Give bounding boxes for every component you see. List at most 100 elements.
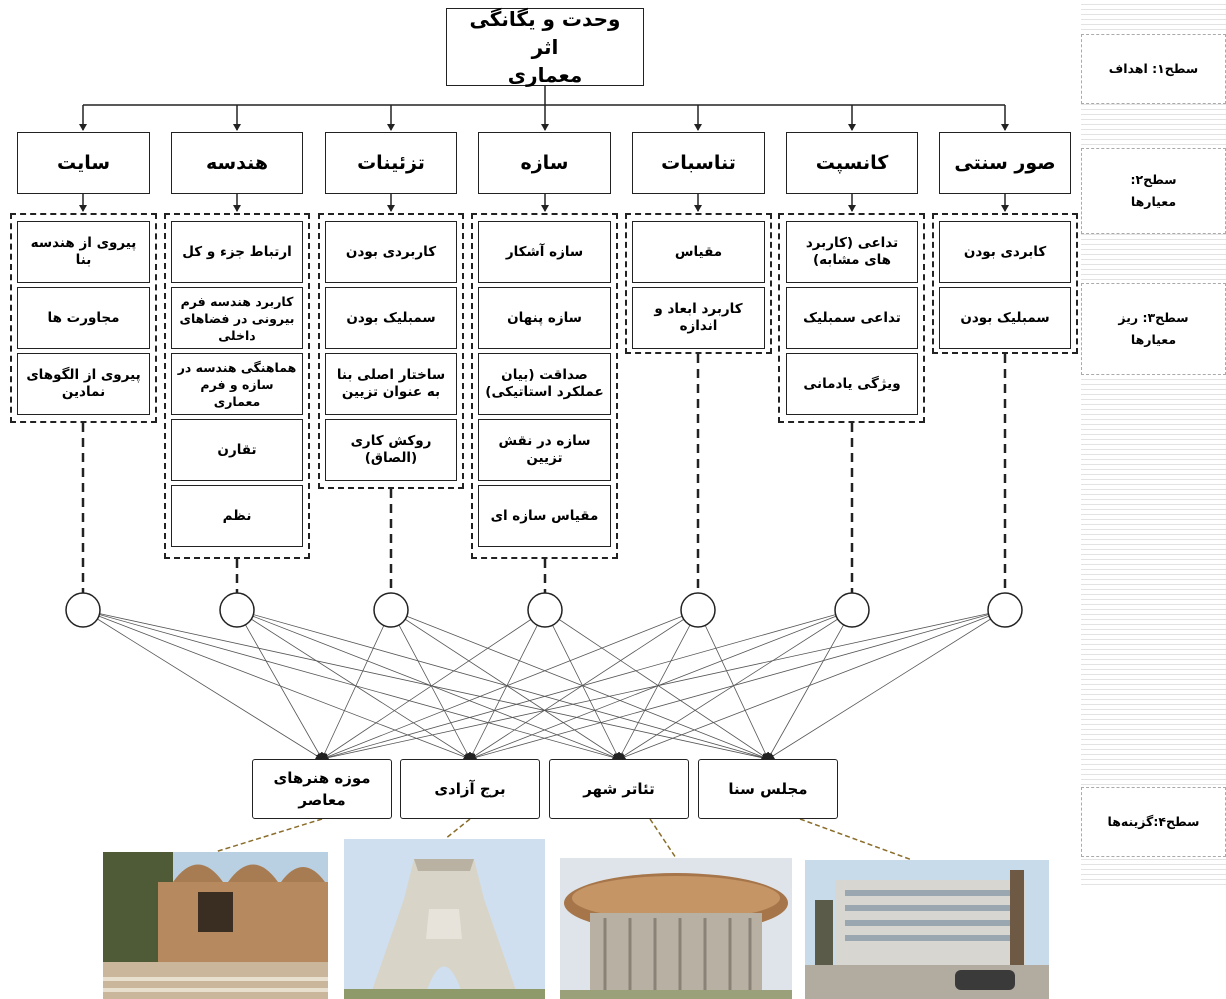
level-3-text-b: معیارها bbox=[1130, 332, 1177, 347]
alternative-label-line-2: معاصر bbox=[298, 791, 346, 809]
criterion-site: سایت bbox=[17, 132, 150, 194]
senate-photo bbox=[805, 860, 1049, 999]
level-3-text-a: سطح۳: ریز bbox=[1118, 310, 1189, 325]
alternative-label-line-1: موزه هنرهای bbox=[273, 769, 371, 787]
criterion-alternative-link bbox=[767, 609, 853, 760]
level-2-label: سطح۲: معیارها bbox=[1081, 148, 1226, 234]
senate-illustration bbox=[805, 860, 1049, 999]
museum-illustration bbox=[103, 852, 328, 999]
criterion-alternative-link bbox=[321, 609, 1006, 762]
level-4-text: سطح۴:گزینه‌ها bbox=[1107, 814, 1200, 829]
photo-link bbox=[214, 818, 323, 853]
subcriterion: تداعی (کاربرد های مشابه) bbox=[786, 221, 918, 283]
azadi-tower-photo bbox=[344, 839, 545, 999]
subcriteria-group-proportions bbox=[625, 213, 772, 354]
goal-line-1: وحدت و یگانگی اثر bbox=[469, 7, 621, 59]
criterion-alternative-link bbox=[618, 609, 699, 760]
subcriterion: کابردی بودن bbox=[939, 221, 1071, 283]
subcriterion: هماهنگی هندسه در سازه و فرم معماری bbox=[171, 353, 303, 415]
criterion-alternative-link bbox=[390, 609, 769, 761]
criterion-alternative-link bbox=[82, 609, 769, 762]
subcriterion: پیروی از الگوهای نمادین bbox=[17, 353, 150, 415]
criterion-alternative-link bbox=[469, 609, 853, 761]
criterion-alternative-link bbox=[618, 609, 853, 760]
criterion-alternative-link bbox=[82, 609, 620, 762]
criterion-alternative-link bbox=[321, 609, 853, 762]
criterion-alternative-link bbox=[469, 609, 699, 760]
criterion-alternative-link bbox=[390, 609, 471, 760]
subcriterion: سمبلیک بودن bbox=[939, 287, 1071, 349]
subcriterion: سازه آشکار bbox=[478, 221, 611, 283]
subcriterion: صداقت (بیان عملکرد استاتیکی) bbox=[478, 353, 611, 415]
criterion-alternative-link bbox=[236, 609, 620, 761]
subcriterion: تقارن bbox=[171, 419, 303, 481]
alternative-city-theater: تئاتر شهر bbox=[549, 759, 689, 819]
criterion-node bbox=[834, 592, 870, 628]
criterion-alternative-link bbox=[544, 609, 620, 760]
azadi-tower-illustration bbox=[344, 839, 545, 999]
criterion-node bbox=[680, 592, 716, 628]
level-2-text-a: سطح۲: bbox=[1130, 172, 1177, 187]
subcriterion: کاربرد ابعاد و اندازه bbox=[632, 287, 765, 349]
subcriterion: ارتباط جزء و کل bbox=[171, 221, 303, 283]
subcriterion: کاربردی بودن bbox=[325, 221, 457, 283]
criterion-node bbox=[987, 592, 1023, 628]
level-2-text-b: معیارها bbox=[1130, 194, 1177, 209]
criterion-alternative-link bbox=[320, 609, 392, 760]
city-theater-illustration bbox=[560, 858, 792, 999]
criterion-traditional-forms: صور سنتی bbox=[939, 132, 1071, 194]
subcriterion: ویژگی یادمانی bbox=[786, 353, 918, 415]
criterion-structure: سازه bbox=[478, 132, 611, 194]
level-3-label: سطح۳: ریز معیارها bbox=[1081, 283, 1226, 375]
criterion-alternative-link bbox=[321, 609, 546, 760]
criterion-alternative-link bbox=[82, 609, 323, 760]
criterion-concept: کانسپت bbox=[786, 132, 918, 194]
criterion-alternative-link bbox=[544, 609, 769, 760]
level-panel-background bbox=[1081, 0, 1226, 885]
alternative-museum: موزه هنرهای معاصر bbox=[252, 759, 392, 819]
city-theater-photo bbox=[560, 858, 792, 999]
subcriterion: تداعی سمبلیک bbox=[786, 287, 918, 349]
criterion-alternative-link bbox=[618, 609, 1006, 761]
criterion-alternative-link bbox=[236, 609, 471, 760]
photo-link bbox=[649, 818, 677, 859]
subcriteria-group-structure bbox=[471, 213, 618, 559]
subcriterion: مقیاس bbox=[632, 221, 765, 283]
criterion-alternative-link bbox=[321, 609, 699, 761]
subcriterion: سازه پنهان bbox=[478, 287, 611, 349]
subcriterion: پیروی از هندسه بنا bbox=[17, 221, 150, 283]
subcriterion: مجاورت ها bbox=[17, 287, 150, 349]
subcriteria-group-site bbox=[10, 213, 157, 423]
criterion-alternative-link bbox=[469, 609, 1006, 762]
criterion-alternative-link bbox=[236, 609, 769, 762]
criterion-geometry: هندسه bbox=[171, 132, 303, 194]
criterion-node bbox=[219, 592, 255, 628]
level-1-text: سطح۱: اهداف bbox=[1108, 61, 1199, 76]
subcriterion: مقیاس سازه ای bbox=[478, 485, 611, 547]
photo-link bbox=[799, 818, 913, 861]
subcriterion: سازه در نقش تزیین bbox=[478, 419, 611, 481]
museum-photo bbox=[103, 852, 328, 999]
criterion-alternative-link bbox=[390, 609, 620, 760]
goal-line-2: معماری bbox=[507, 63, 583, 87]
level-4-label: سطح۴:گزینه‌ها bbox=[1081, 787, 1226, 857]
criterion-alternative-link bbox=[469, 609, 546, 760]
criterion-node bbox=[65, 592, 101, 628]
criterion-ornament: تزئینات bbox=[325, 132, 457, 194]
subcriteria-group-concept bbox=[778, 213, 925, 423]
subcriterion: کاربرد هندسه فرم بیرونی در فضاهای داخلی bbox=[171, 287, 303, 349]
subcriteria-group-traditional-forms bbox=[932, 213, 1078, 354]
criterion-alternative-link bbox=[82, 609, 471, 761]
alternative-azadi-tower: برج آزادی bbox=[400, 759, 540, 819]
goal-box: وحدت و یگانگی اثر معماری bbox=[446, 7, 644, 87]
subcriteria-group-geometry bbox=[164, 213, 310, 559]
criterion-proportions: تناسبات bbox=[632, 132, 765, 194]
subcriterion: سمبلیک بودن bbox=[325, 287, 457, 349]
level-1-label: سطح۱: اهداف bbox=[1081, 34, 1226, 104]
alternative-senate: مجلس سنا bbox=[698, 759, 838, 819]
subcriterion: نظم bbox=[171, 485, 303, 547]
criterion-node bbox=[373, 592, 409, 628]
subcriterion: ساختار اصلی بنا به عنوان تزیین bbox=[325, 353, 457, 415]
photo-link bbox=[444, 818, 471, 840]
